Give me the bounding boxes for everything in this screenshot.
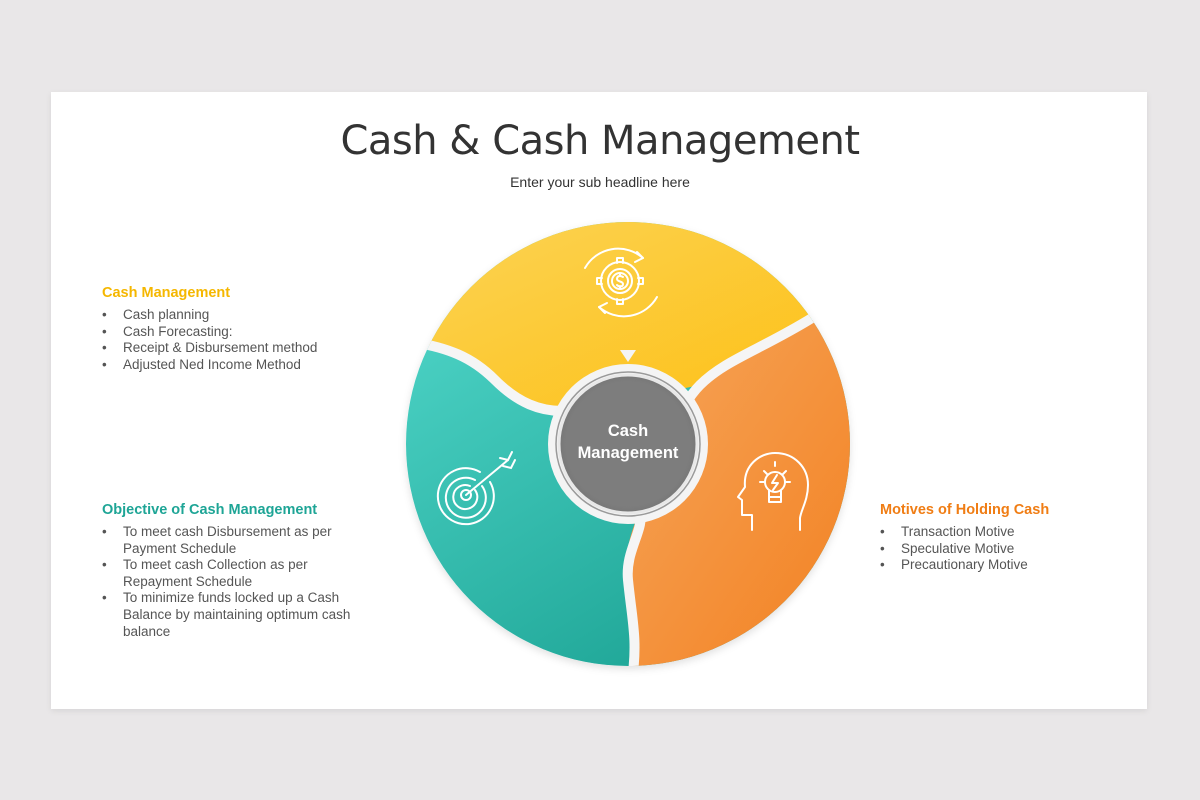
center-label-line1: Cash — [607, 422, 649, 440]
page-subtitle: Enter your sub headline here — [510, 174, 690, 190]
page-title: Cash & Cash Management — [340, 118, 860, 164]
motives-block: Motives of Holding Cash Transaction Moti… — [880, 502, 1100, 574]
list-item: To minimize funds locked up a Cash Balan… — [102, 590, 364, 640]
list-item: Precautionary Motive — [880, 557, 1100, 574]
center-disc — [557, 373, 699, 515]
cash-management-heading: Cash Management — [102, 285, 231, 301]
motives-heading: Motives of Holding Cash — [880, 502, 1050, 518]
gear-dollar-cycle-icon — [584, 247, 658, 318]
list-item: Adjusted Ned Income Method — [102, 357, 362, 374]
list-item: Transaction Motive — [880, 524, 1100, 541]
cash-management-block: Cash Management Cash planning Cash Forec… — [102, 285, 362, 373]
list-item: Cash planning — [102, 307, 362, 324]
objective-heading: Objective of Cash Management — [102, 502, 318, 518]
list-item: To meet cash Disbursement as per Payment… — [102, 524, 364, 557]
list-item: To meet cash Collection as per Repayment… — [102, 557, 364, 590]
cash-management-list: Cash planning Cash Forecasting: Receipt … — [102, 307, 362, 373]
cycle-diagram — [406, 222, 850, 666]
objective-list: To meet cash Disbursement as per Payment… — [102, 524, 364, 640]
objective-block: Objective of Cash Management To meet cas… — [102, 502, 364, 640]
target-arrow-icon — [436, 451, 516, 526]
center-label: Cash Management — [556, 420, 700, 464]
motives-list: Transaction Motive Speculative Motive Pr… — [880, 524, 1100, 574]
head-lightbulb-icon — [737, 452, 809, 531]
center-label-line2: Management — [577, 444, 679, 462]
list-item: Receipt & Disbursement method — [102, 340, 362, 357]
list-item: Cash Forecasting: — [102, 324, 362, 341]
list-item: Speculative Motive — [880, 541, 1100, 558]
